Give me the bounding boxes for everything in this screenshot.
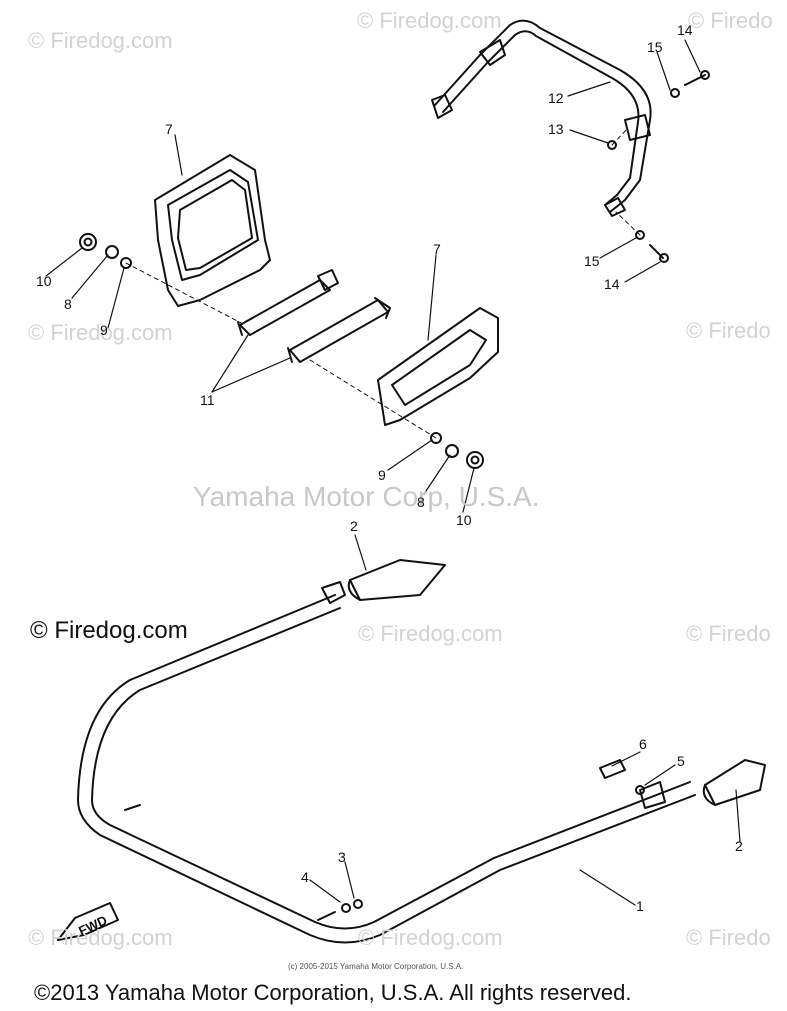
part-label-1: 1 [636,898,644,914]
part-label-11: 11 [200,392,215,408]
part-label-15: 15 [647,39,663,55]
watermark: © Firedo [686,621,771,646]
part-label-6: 6 [639,736,647,752]
corp-watermark: Yamaha Motor Corp, U.S.A. [193,481,540,512]
bracket-upper-part-7 [154,154,271,307]
part-label-15: 15 [584,253,600,269]
part-label-12: 12 [548,90,564,106]
part-label-13: 13 [548,121,564,137]
rod-upper-part-11 [237,269,339,336]
rod-lower-part-11 [287,297,391,363]
small-copyright: (c) 2005-2015 Yamaha Motor Corporation, … [288,962,464,971]
part-label-14: 14 [677,22,693,38]
part-label-9: 9 [100,322,108,338]
watermark: © Firedog.com [28,925,173,950]
watermark: © Firedog.com [28,28,173,53]
firedog-label: © Firedog.com [30,617,188,644]
bumper-frame-part-1 [77,581,696,944]
part-label-10: 10 [36,273,52,289]
watermark: © Firedo [688,8,773,33]
part-label-2: 2 [735,838,743,854]
watermark: © Firedog.com [28,320,173,345]
watermark: © Firedo [686,318,771,343]
watermark: © Firedog.com [358,621,503,646]
grab-bar-part-12 [431,19,652,217]
part-label-4: 4 [301,869,309,885]
grip-lower-part-2 [702,759,766,806]
part-label-8: 8 [64,296,72,312]
part-label-7: 7 [433,241,441,257]
grip-upper-part-2 [347,559,446,601]
part-label-5: 5 [677,753,685,769]
watermark: © Firedog.com [358,925,503,950]
watermark: © Firedo [686,925,771,950]
bracket-lower-part-7 [377,307,499,426]
part-label-14: 14 [604,276,620,292]
part-label-2: 2 [350,518,358,534]
part-label-9: 9 [378,467,386,483]
part-label-10: 10 [456,512,472,528]
part-label-7: 7 [165,121,173,137]
watermark: © Firedog.com [357,8,502,33]
footer-copyright: ©2013 Yamaha Motor Corporation, U.S.A. A… [34,980,632,1005]
part-label-3: 3 [338,849,346,865]
part-label-8: 8 [417,494,425,510]
